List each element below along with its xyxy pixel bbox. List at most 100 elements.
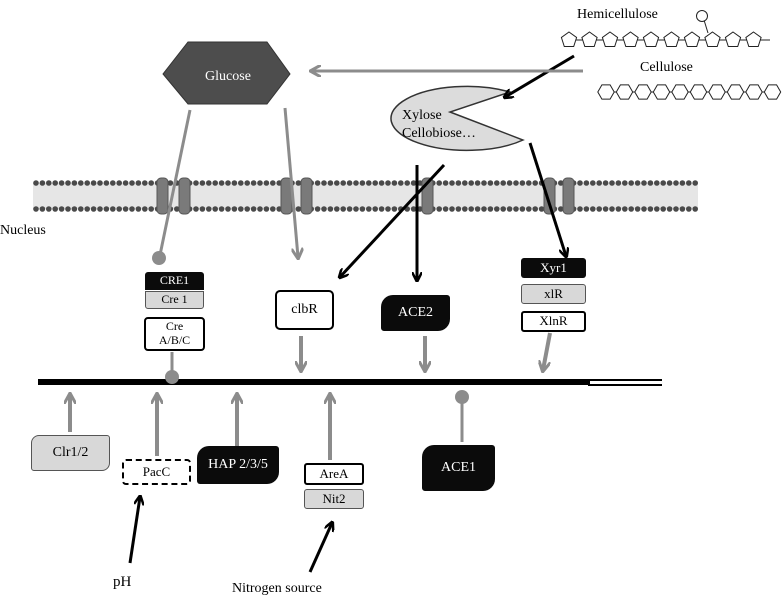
lipid-head <box>410 180 417 186</box>
lipid-head <box>250 180 257 186</box>
glucose-unit-icon <box>615 84 634 100</box>
lipid-head <box>673 206 679 212</box>
cell-membrane <box>33 177 698 215</box>
cre-dna-inhibition-head <box>165 370 179 384</box>
side-chain-stem <box>703 19 709 34</box>
lipid-head <box>33 180 39 186</box>
glucose-shape <box>162 41 291 105</box>
lipid-head <box>353 180 359 186</box>
lipid-head <box>462 206 468 212</box>
lipid-head <box>526 206 532 212</box>
lipid-head <box>647 180 654 186</box>
lipid-head <box>78 180 84 186</box>
nitrogen-to-nit2-arrow <box>308 523 332 573</box>
lipid-head <box>532 206 538 212</box>
lipid-head <box>609 180 615 186</box>
lipid-head <box>391 180 398 186</box>
lipid-head <box>686 206 692 212</box>
lipid-head <box>474 180 481 186</box>
membrane-core <box>33 183 698 209</box>
nitrogen-source-label: Nitrogen source <box>232 581 322 596</box>
xylose-unit-icon <box>745 31 762 47</box>
lipid-head <box>52 206 58 212</box>
lipid-head <box>660 180 666 186</box>
lipid-head <box>110 180 116 186</box>
lipid-head <box>327 206 334 212</box>
nucleus-label: Nucleus <box>0 223 46 238</box>
lipid-head <box>270 180 276 186</box>
lipid-head <box>378 180 385 186</box>
glucose-unit-icon <box>671 84 689 100</box>
lipid-head <box>103 180 110 186</box>
lipid-head <box>359 180 366 186</box>
lipid-head <box>33 206 39 212</box>
lipid-head <box>583 206 590 212</box>
glucose-unit-icon <box>689 84 708 100</box>
lipid-head <box>238 206 244 212</box>
lipid-head <box>148 180 154 186</box>
lipid-head <box>615 206 622 212</box>
lipid-head <box>596 180 602 186</box>
xlnr-box: XlnR <box>521 311 586 332</box>
lipid-head <box>506 206 513 212</box>
lipid-head <box>398 180 404 186</box>
area-box: AreA <box>304 463 364 485</box>
lipid-head <box>577 206 583 212</box>
membrane-protein-icon <box>543 177 556 215</box>
xylose-unit-icon <box>683 31 701 47</box>
lipid-head <box>327 180 334 186</box>
lipid-head <box>532 180 538 186</box>
lipid-head <box>494 180 500 186</box>
lipid-head <box>436 180 443 186</box>
lipid-head <box>321 180 327 186</box>
lipid-head <box>193 206 199 212</box>
lipid-head <box>244 180 250 186</box>
inducer-label-line2: Cellobiose… <box>402 126 476 141</box>
lipid-head <box>410 206 417 212</box>
lipid-head <box>218 206 225 212</box>
lipid-head <box>660 206 666 212</box>
lipid-head <box>538 206 545 212</box>
lipid-head <box>372 206 379 212</box>
inducer-label-line1: Xylose <box>402 108 442 123</box>
membrane-protein-icon <box>178 177 191 215</box>
lipid-head <box>135 180 142 186</box>
lipid-head <box>641 180 647 186</box>
lipid-head <box>449 206 455 212</box>
inducer-to-clbr-arrow <box>340 163 446 277</box>
lipid-head <box>468 180 475 186</box>
lipid-head <box>199 180 206 186</box>
lipid-head <box>481 206 487 212</box>
lipid-head <box>602 180 609 186</box>
lipid-head <box>90 180 97 186</box>
lipid-head <box>366 206 372 212</box>
hap-box: HAP 2/3/5 <box>197 446 279 484</box>
inducer-shape <box>390 85 525 152</box>
lipid-head <box>519 206 526 212</box>
lipid-head <box>46 180 52 186</box>
lipid-head <box>602 206 609 212</box>
ace2-box: ACE2 <box>381 295 450 331</box>
lipid-head <box>122 206 129 212</box>
lipid-head <box>52 180 58 186</box>
lipid-head <box>436 206 443 212</box>
lipid-head <box>71 180 78 186</box>
lipid-head <box>314 206 321 212</box>
lipid-head <box>462 180 468 186</box>
hemicellulose-label: Hemicellulose <box>577 7 658 22</box>
lipid-head <box>673 180 679 186</box>
ph-to-pacc-arrow <box>128 497 140 564</box>
lipid-head <box>129 180 135 186</box>
cellulose-label: Cellulose <box>640 60 693 75</box>
lipid-head <box>622 206 628 212</box>
lipid-head <box>487 206 494 212</box>
lipid-head <box>334 180 340 186</box>
lipid-head <box>97 180 103 186</box>
lipid-head <box>634 206 641 212</box>
clbr-box: clbR <box>275 290 334 330</box>
lipid-head <box>295 206 302 212</box>
lipid-head <box>654 206 660 212</box>
ph-label: pH <box>113 574 132 590</box>
ace1-box: ACE1 <box>422 445 495 491</box>
